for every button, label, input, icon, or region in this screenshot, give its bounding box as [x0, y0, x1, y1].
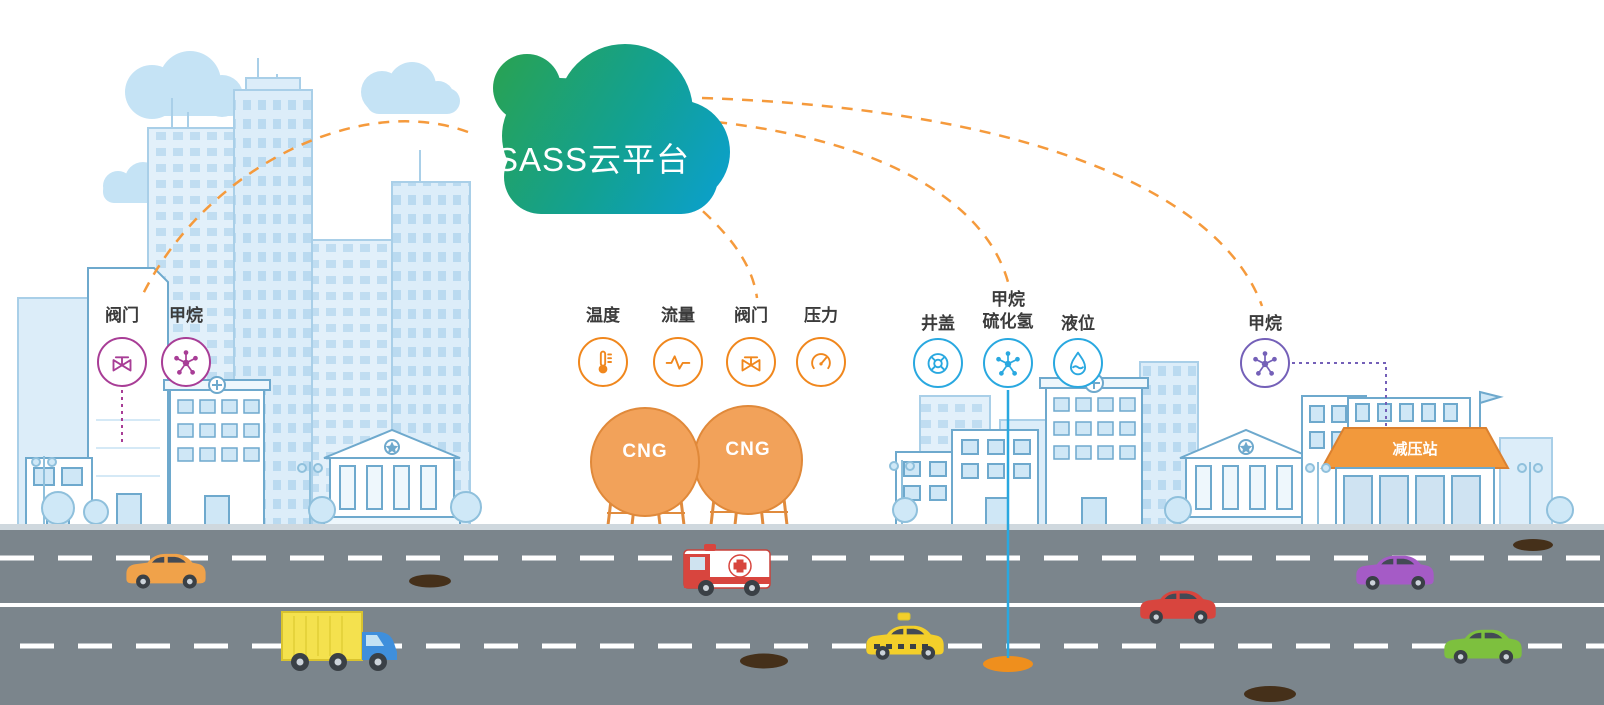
cloud-platform-label: SASS云平台	[495, 141, 691, 178]
sensor-flow: 流量	[638, 305, 718, 387]
cng-tank-left	[590, 407, 700, 517]
manhole-covers	[409, 539, 1553, 702]
truck-yellow	[281, 611, 397, 671]
sensor-temperature: 温度	[563, 305, 643, 387]
sensor-methane-h2s: 甲烷 硫化氢	[968, 289, 1048, 388]
monitored-manhole	[983, 656, 1033, 672]
sensor-label: 阀门	[105, 306, 139, 325]
road	[0, 524, 1604, 705]
pressure-reduction-station	[1301, 390, 1510, 526]
sensor-label: 液位	[1061, 314, 1095, 333]
sensor-label: 温度	[586, 306, 620, 325]
cng-tank-right-label: CNG	[725, 439, 771, 460]
flow-icon	[653, 337, 703, 387]
sensor-methane-station: 甲烷	[1225, 313, 1305, 388]
temperature-icon	[578, 337, 628, 387]
sensor-valve-city: 阀门	[82, 305, 162, 387]
sensor-valve-cng: 阀门	[711, 305, 791, 387]
methane-molecule-icon	[1240, 338, 1290, 388]
sensor-label: 甲烷	[991, 290, 1025, 309]
cloud-links	[140, 96, 1264, 307]
pressure-gauge-icon	[796, 337, 846, 387]
sensor-label: 阀门	[734, 306, 768, 325]
station-flag	[1479, 390, 1504, 405]
ambulance	[683, 544, 771, 596]
lane-line-solid	[0, 603, 1604, 607]
sensor-label: 压力	[804, 306, 838, 325]
street-greenery-left	[31, 456, 482, 525]
valve-icon	[97, 337, 147, 387]
methane-molecule-icon	[161, 337, 211, 387]
cng-tank-left-label: CNG	[622, 441, 668, 462]
cng-tanks	[590, 405, 803, 526]
street-greenery-right	[889, 460, 1574, 525]
sky-cloud-decoration	[103, 51, 460, 203]
sensor-label: 井盖	[921, 314, 955, 333]
cloud-platform-shape	[493, 44, 730, 214]
sensor-label: 流量	[661, 306, 695, 325]
sensor-liquid-level: 液位	[1038, 313, 1118, 388]
sensor-pressure: 压力	[781, 305, 861, 387]
vehicles	[126, 544, 1522, 671]
liquid-level-icon	[1053, 338, 1103, 388]
taxi-checker	[874, 612, 928, 649]
sensor-connectors	[121, 362, 1387, 658]
sensor-label-line2: 硫化氢	[982, 312, 1034, 331]
gas-molecule-icon	[983, 338, 1033, 388]
buildings-front-right	[895, 373, 1313, 526]
sensor-label: 甲烷	[1248, 314, 1282, 333]
sensor-label: 甲烷	[169, 306, 203, 325]
sensor-manhole-cover: 井盖	[898, 313, 978, 388]
sensor-methane-city: 甲烷	[146, 305, 226, 387]
pressure-station-label: 减压站	[1392, 441, 1438, 458]
manhole-cover-icon	[913, 338, 963, 388]
valve-icon	[726, 337, 776, 387]
